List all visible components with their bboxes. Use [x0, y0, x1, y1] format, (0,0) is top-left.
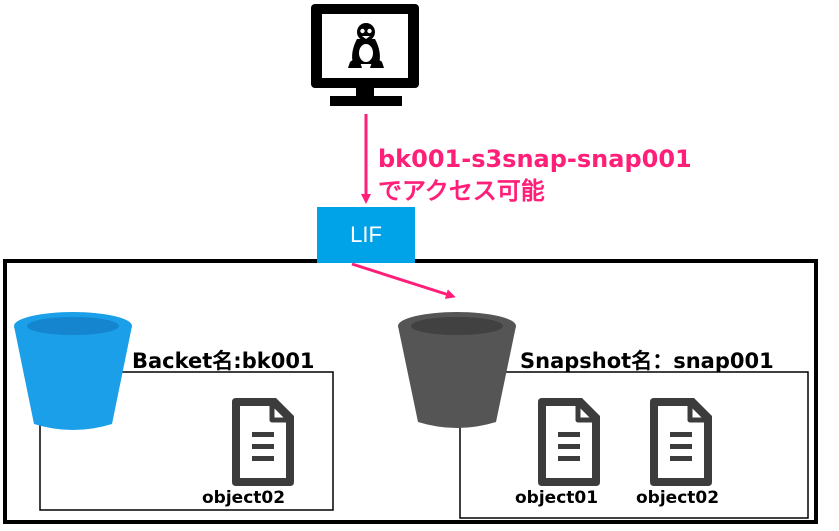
bucket-frame: [39, 371, 334, 511]
lif-label: LIF: [350, 222, 382, 247]
access-endpoint-label: bk001-s3snap-snap001 でアクセス可能: [378, 143, 692, 207]
snapshot-label: Snapshot名：snap001: [520, 349, 774, 373]
penguin-icon: [348, 23, 384, 68]
lif-box: LIF: [317, 207, 415, 263]
bucket-icon: [14, 312, 132, 430]
snapshot-frame: [459, 371, 809, 519]
object-label: object02: [202, 488, 286, 508]
document-icon: [538, 398, 600, 486]
object-label: object02: [636, 488, 720, 508]
linux-computer-icon: [311, 4, 419, 106]
snapshot-bucket-icon: [398, 312, 516, 428]
document-icon: [650, 398, 712, 486]
arrow-lif-to-snapshot: [351, 262, 456, 299]
object-label: object01: [515, 488, 599, 508]
document-icon: [232, 398, 294, 486]
access-endpoint-note: でアクセス可能: [378, 177, 545, 205]
bucket-label: Backet名:bk001: [132, 349, 315, 373]
access-endpoint-name: bk001-s3snap-snap001: [378, 145, 692, 173]
